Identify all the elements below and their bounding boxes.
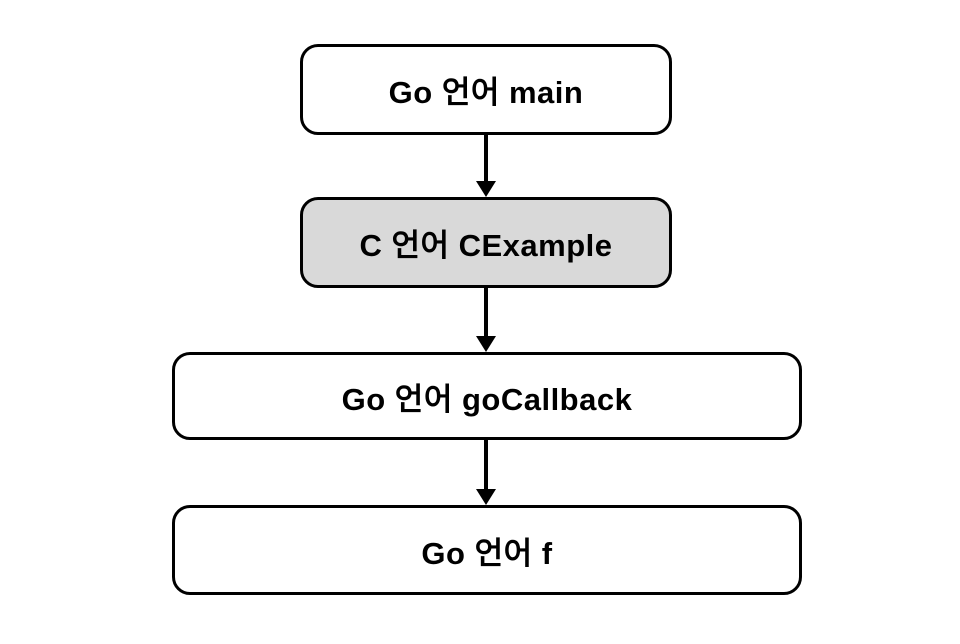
flow-node-label: Go 언어 f (421, 535, 553, 571)
flow-node-c-cexample: C 언어 CExample (300, 197, 672, 288)
arrow-line (484, 135, 488, 183)
arrow-down-icon (476, 181, 496, 197)
flow-node-go-main: Go 언어 main (300, 44, 672, 135)
arrow-down-icon (476, 336, 496, 352)
flow-arrow-cexample-to-gocallback (474, 288, 498, 352)
flow-node-label: C 언어 CExample (359, 228, 613, 263)
flow-node-label: Go 언어 goCallback (341, 381, 633, 417)
arrow-line (484, 288, 488, 338)
flow-node-go-gocallback: Go 언어 goCallback (172, 352, 802, 440)
arrow-down-icon (476, 489, 496, 505)
flow-node-go-f: Go 언어 f (172, 505, 802, 595)
flow-arrow-gocallback-to-f (474, 440, 498, 505)
arrow-line (484, 440, 488, 491)
flow-node-label: Go 언어 main (388, 75, 584, 110)
flow-arrow-main-to-cexample (474, 135, 498, 197)
